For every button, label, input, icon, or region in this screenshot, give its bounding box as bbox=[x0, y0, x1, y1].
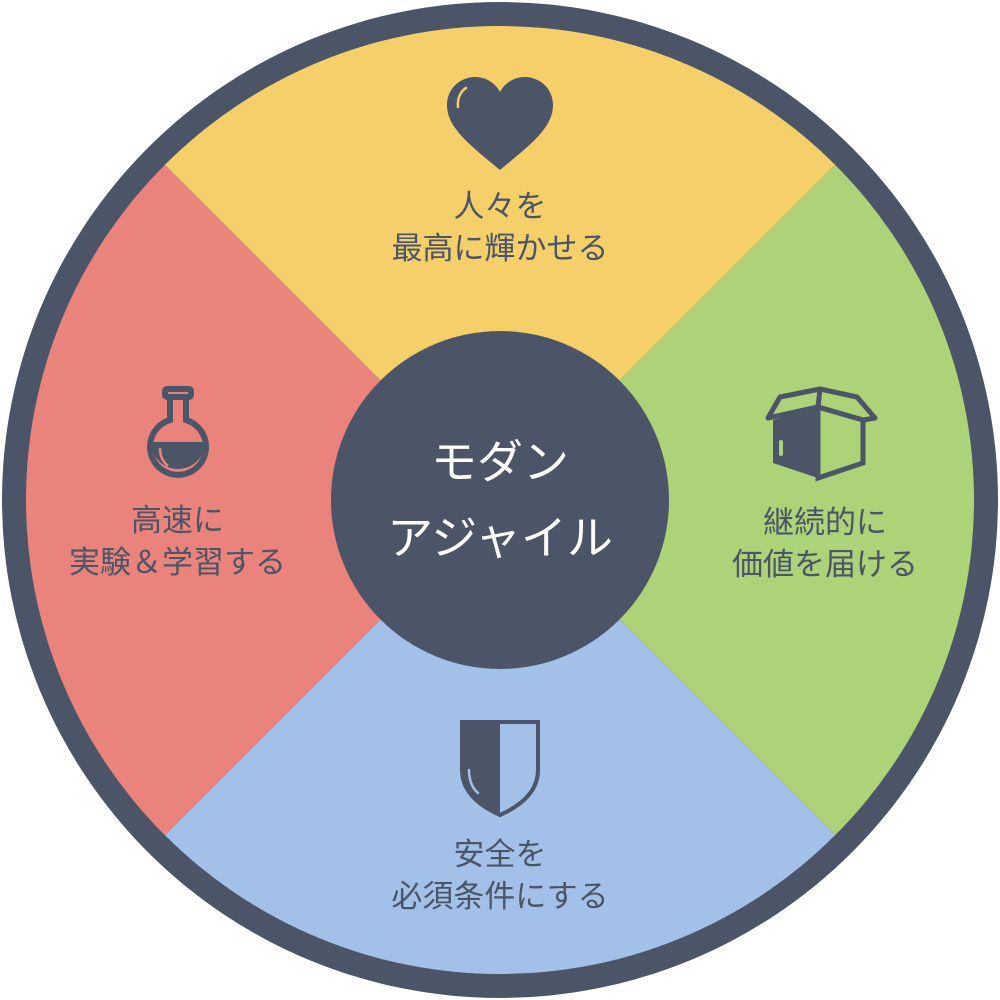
segment-left-line2: 実験＆学習する bbox=[69, 545, 286, 581]
segment-left bbox=[26, 26, 500, 974]
segment-left-line1: 高速に bbox=[131, 503, 224, 539]
segment-label-right: 継続的に 価値を届ける bbox=[680, 502, 970, 586]
segment-label-left: 高速に 実験＆学習する bbox=[40, 500, 315, 584]
segment-top-line1: 人々を bbox=[453, 189, 547, 225]
box-icon bbox=[765, 386, 878, 482]
segment-top bbox=[26, 26, 974, 500]
shield-icon bbox=[460, 720, 540, 818]
center-circle bbox=[331, 331, 669, 669]
center-title-line1: モダン bbox=[431, 435, 569, 489]
center-title: モダン アジャイル bbox=[330, 424, 670, 576]
segment-right bbox=[500, 26, 974, 974]
flask-icon bbox=[147, 386, 209, 478]
segment-label-bottom: 安全を 必須条件にする bbox=[350, 834, 650, 918]
center-title-line2: アジャイル bbox=[387, 511, 613, 565]
heart-icon bbox=[447, 77, 553, 170]
segment-bottom-line2: 必須条件にする bbox=[391, 879, 609, 915]
segment-label-top: 人々を 最高に輝かせる bbox=[350, 186, 650, 270]
segment-right-line2: 価値を届ける bbox=[732, 547, 918, 583]
segment-right-line1: 継続的に bbox=[763, 505, 887, 541]
segment-bottom-line1: 安全を bbox=[453, 837, 547, 873]
segment-top-line2: 最高に輝かせる bbox=[391, 231, 609, 267]
